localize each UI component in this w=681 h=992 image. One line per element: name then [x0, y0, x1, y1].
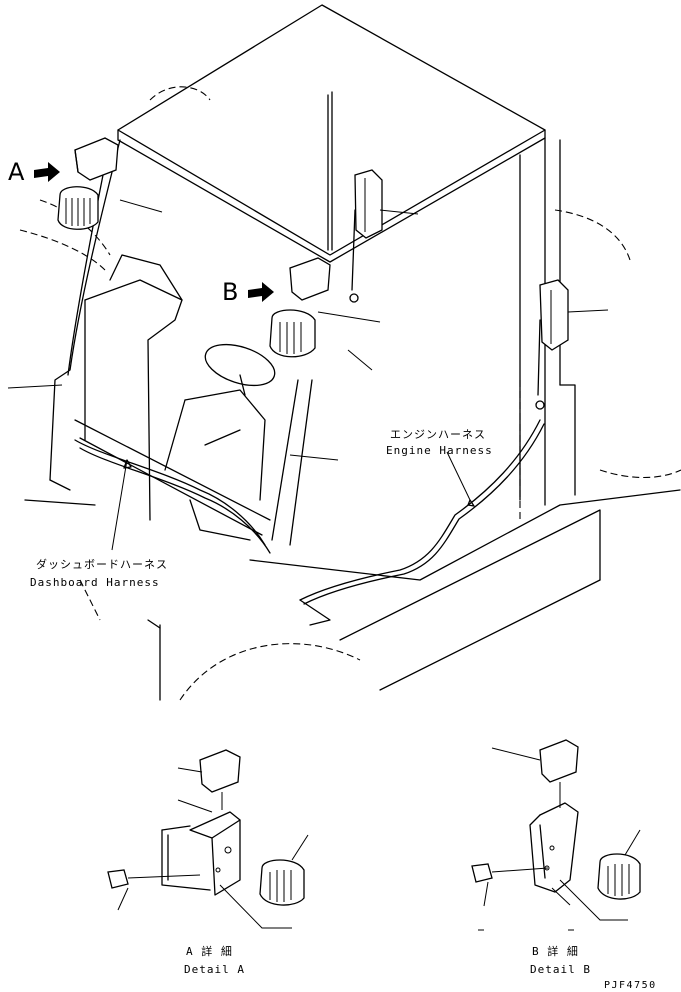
detail-b-title-jp: B 詳 細	[532, 944, 579, 958]
engine-harness-wire	[299, 419, 545, 626]
detail-b-drawing	[471, 739, 641, 931]
dashboard-harness-label-en: Dashboard Harness	[30, 576, 160, 589]
detail-a-title-jp: A 詳 細	[186, 944, 233, 958]
arrow-right-icon	[248, 282, 274, 302]
callout-b: B	[222, 278, 274, 306]
engine-harness-label-jp: エンジンハーネス	[390, 428, 486, 441]
drawing-code: PJF4750	[604, 980, 657, 991]
detail-a-title-en: Detail A	[184, 963, 245, 976]
work-lamp-front-right-lower	[269, 309, 316, 358]
leader-lines	[7, 199, 609, 551]
dashboard-harness-label-jp: ダッシュボードハーネス	[36, 557, 168, 571]
arrow-right-icon	[34, 162, 60, 182]
dashboard-harness-wire	[74, 429, 271, 554]
detail-a-drawing	[107, 749, 309, 929]
engine-harness-label-en: Engine Harness	[386, 444, 493, 457]
rear-lamp-right	[535, 279, 569, 410]
work-lamp-front-left-lower	[57, 186, 99, 230]
work-lamp-front-left-upper	[74, 137, 119, 181]
detail-b-title-en: Detail B	[530, 963, 591, 976]
callout-a: A	[8, 158, 60, 186]
callout-b-letter: B	[222, 278, 238, 306]
callout-a-letter: A	[8, 158, 25, 186]
work-lamp-front-right-upper	[289, 257, 331, 301]
rear-lamp-center	[349, 169, 383, 303]
cab-frame	[19, 4, 681, 701]
